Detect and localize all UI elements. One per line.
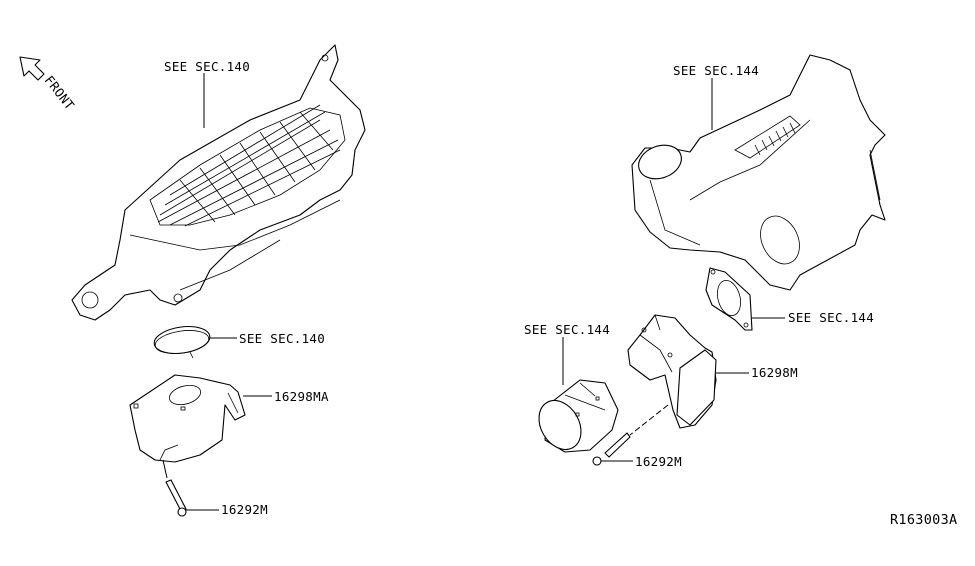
clamp-ring-drawing [153, 325, 211, 359]
intake-manifold-callout: SEE SEC.140 [164, 59, 250, 74]
duct-callout: SEE SEC.144 [524, 322, 610, 337]
diagram-code: R163003A [890, 512, 957, 528]
bracket-16298m-drawing [627, 314, 717, 429]
bolt-right-drawing [592, 404, 669, 466]
bolt-part-number-left: 16292M [221, 502, 268, 517]
intake-manifold-drawing [71, 44, 366, 321]
front-indicator: FRONT [19, 56, 78, 113]
clamp-callout: SEE SEC.140 [239, 331, 325, 346]
front-arrow-icon [19, 56, 45, 81]
air-cleaner-callout: SEE SEC.144 [673, 63, 759, 78]
duct-drawing [538, 379, 619, 453]
bolt-part-number-right: 16292M [635, 454, 682, 469]
bracket-part-number-right: 16298M [751, 365, 798, 380]
gasket-drawing [705, 267, 753, 331]
bracket-16298ma-drawing [129, 374, 246, 463]
gasket-callout: SEE SEC.144 [788, 310, 874, 325]
air-cleaner-drawing [631, 54, 886, 291]
bolt-left-drawing [162, 459, 187, 517]
front-label: FRONT [42, 73, 78, 113]
bracket-part-number-left: 16298MA [274, 389, 329, 404]
